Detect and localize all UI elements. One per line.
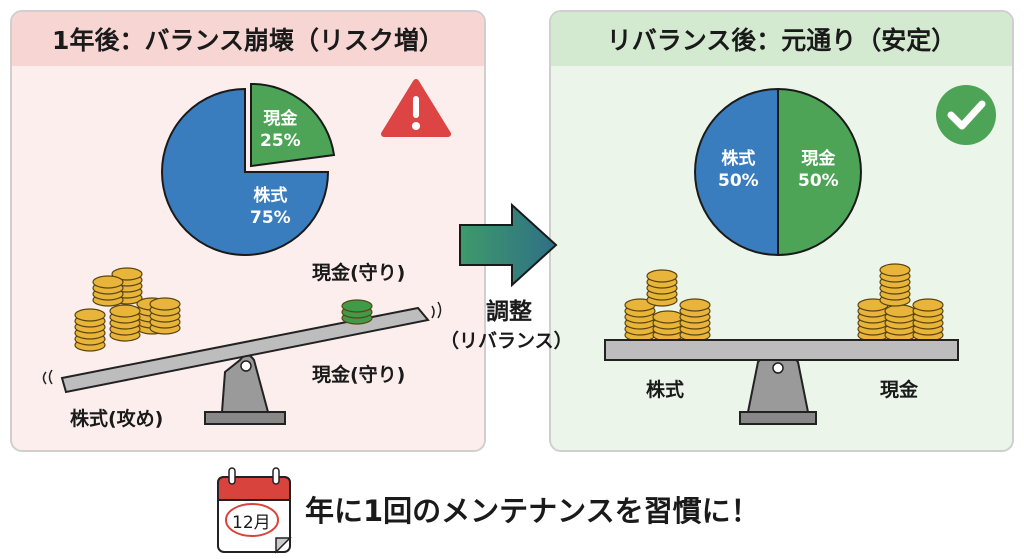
coin [111,267,143,281]
coin [109,304,141,318]
pie-slice-cash-50 [777,87,862,257]
pie-slice-stock-75 [161,87,330,256]
pie-slice-cash-25 [250,82,336,168]
coin [912,298,944,312]
label-stock-right: 株式 [646,379,685,401]
arrow-right-icon [459,202,558,288]
check-icon [936,85,996,145]
coin [646,269,678,283]
label-cash-top: 現金(守り) [312,262,406,284]
coin [341,299,373,313]
coin-stacks [74,263,944,352]
warning-icon [381,79,451,137]
after-title: リバランス後：元通り（安定） [551,12,1012,66]
rebalance-label: 調整 [486,299,532,325]
before-title: 1年後：バランス崩壊（リスク増） [12,12,484,66]
label-cash-bottom: 現金(守り) [312,364,406,386]
footer-message: 年に1回のメンテナンスを習慣に！ [305,494,760,528]
coin [652,310,684,324]
coin [879,263,911,277]
calendar-icon [217,467,292,554]
label-stock: 株式(攻め) [70,408,164,430]
seesaw-tilted [42,301,442,425]
coin [149,297,181,311]
seesaw-balanced [604,339,959,425]
rebalance-sublabel: （リバランス） [440,330,573,352]
label-cash-right: 現金 [880,379,919,401]
pie-slice-stock-50 [694,87,779,257]
calendar-month: 12月 [232,513,271,533]
coin [679,298,711,312]
coin [74,308,106,322]
coin [92,275,124,289]
coin [884,304,916,318]
